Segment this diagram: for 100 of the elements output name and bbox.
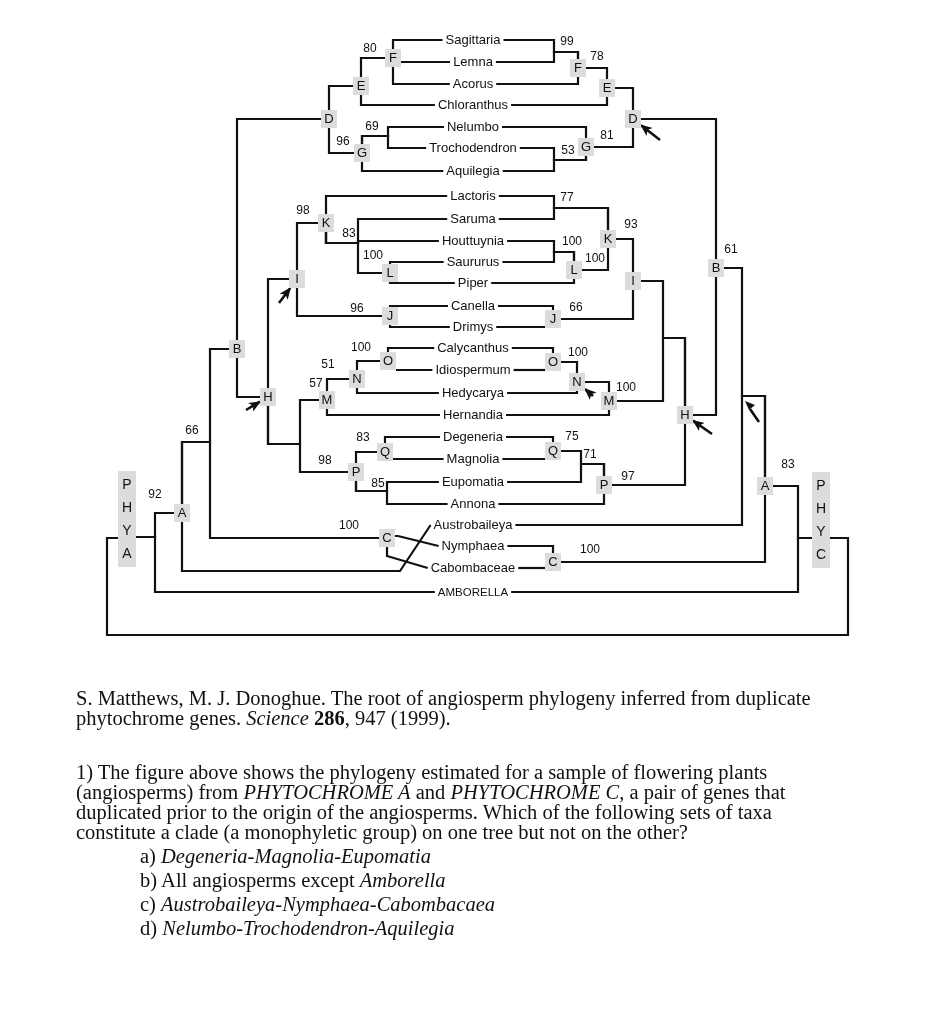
tree-branch [393,457,444,461]
tree-branch [616,237,635,272]
tree-branch [327,84,353,110]
support-value: 81 [600,129,614,141]
support-value: 83 [342,227,356,239]
tree-branch [266,406,348,474]
support-value: 100 [568,346,588,358]
clade-letter-box: L [382,264,398,282]
taxon-name: Chloranthus [434,97,512,113]
taxon-name: AMBORELLA [434,584,512,600]
tree-branch [391,67,450,86]
tree-branch [507,462,606,484]
clade-letter-box: B [229,340,245,358]
tree-branch [502,125,588,138]
tree-branch [383,435,440,443]
clade-letter-box: C [545,553,561,571]
support-value: 53 [561,144,575,156]
support-value: 77 [560,191,574,203]
support-value: 80 [363,42,377,54]
tree-branch [507,390,579,395]
support-value: 66 [185,424,199,436]
tree-branch [502,250,576,264]
support-value: 61 [724,243,738,255]
taxon-name: Calycanthus [434,340,512,356]
clade-letter-box: D [321,110,337,128]
taxon-name: Degeneria [440,429,506,445]
tree-branch [325,377,349,391]
tree-branch [496,325,545,329]
clade-letter-box: G [354,144,370,162]
clade-letter-box: H [677,406,693,424]
clade-letter-box: M [319,391,335,409]
taxon-name: Magnolia [443,451,503,467]
tree-branch [506,435,555,442]
clade-letter-box: E [599,79,615,97]
support-value: 66 [569,301,583,313]
taxon-name: Hedycarya [438,385,508,401]
tree-branch [491,279,576,285]
clade-letter-box: Q [545,442,561,460]
support-value: 100 [562,235,582,247]
clade-letter-box: M [601,392,617,410]
support-value: 75 [565,430,579,442]
clade-letter-box: E [353,77,369,95]
support-value: 69 [365,120,379,132]
support-value: 85 [371,477,385,489]
taxon-name: Idiospermum [432,362,514,378]
support-value: 98 [318,454,332,466]
taxon-name: Cabombaceae [427,560,519,576]
answer-option: a) Degeneria-Magnolia-Eupomatia [140,846,740,866]
tree-branch [502,457,545,461]
tree-branch [496,77,580,86]
support-value: 100 [580,543,600,555]
tree-branch [693,277,718,417]
gene-label-box: PHYC [812,472,830,568]
tree-branch [502,156,588,173]
support-value: 78 [590,50,604,62]
support-value: 71 [583,448,597,460]
support-value: 99 [560,35,574,47]
clade-letter-box: C [379,529,395,547]
taxon-name: Lemna [450,54,496,70]
clade-letter-box: I [289,270,305,288]
support-value: 97 [621,470,635,482]
clade-letter-box: L [566,261,582,279]
clade-letter-box: O [545,353,561,371]
tree-branch [617,336,687,406]
gene-label-box: PHYA [118,471,136,567]
clade-letter-box: J [382,307,398,325]
taxon-name: Nymphaea [438,538,508,554]
support-value: 83 [781,458,795,470]
tree-branch [360,134,427,150]
clade-letter-box: G [578,138,594,156]
tree-branch [498,206,610,230]
clade-letter-box: A [174,504,190,522]
tree-branch [354,481,448,506]
tree-branch [355,359,380,370]
clade-letter-box: O [380,352,396,370]
tree-branch [180,440,379,540]
tree-branch [582,248,610,272]
tree-branch [360,162,444,173]
clade-letter-box: D [625,110,641,128]
tree-branch [391,38,443,49]
taxon-name: Sagittaria [442,32,504,48]
tree-branch [561,290,635,321]
taxon-name: Annona [447,496,499,512]
pointer-arrow [584,388,597,400]
tree-branch [136,535,435,594]
tree-branch [612,424,687,487]
tree-branch [498,304,555,310]
taxon-name: Piper [454,275,492,291]
support-value: 100 [339,519,359,531]
taxon-name: Austrobaileya [430,517,516,533]
clade-letter-box: P [348,463,364,481]
taxon-name: Trochodendron [426,140,520,156]
tree-branch [324,232,382,275]
tree-branch [388,304,448,308]
taxon-name: Aquilegia [443,163,503,179]
tree-branch [359,95,435,107]
taxon-name: Hernandia [440,407,506,423]
tree-branch [518,566,545,570]
support-value: 96 [336,135,350,147]
pointer-arrow [692,419,713,436]
